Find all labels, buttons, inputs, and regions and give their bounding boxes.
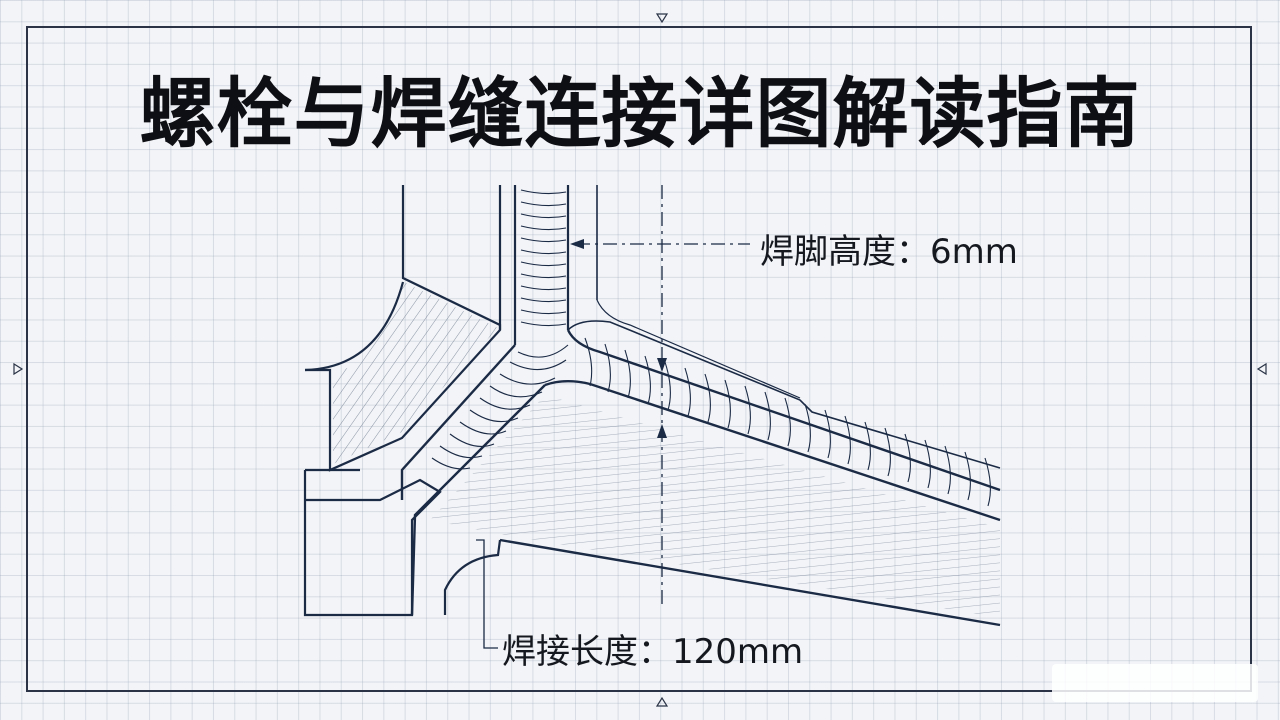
weld-length-label: 焊接长度：120mm — [502, 632, 804, 672]
vertical-web — [498, 185, 598, 345]
vertical-weld-bead — [520, 189, 567, 327]
weld-leg-label: 焊脚高度：6mm — [760, 232, 1018, 272]
flange-hatch — [430, 395, 1000, 618]
joint-weld-bead — [431, 344, 569, 470]
drawing-border — [26, 26, 1252, 692]
page-title: 螺栓与焊缝连接详图解读指南 — [139, 69, 1141, 158]
sloped-flange — [400, 299, 1001, 627]
left-plate — [304, 185, 502, 472]
watermark-overlay — [1052, 664, 1258, 702]
weld-thickness-dimension — [657, 185, 667, 605]
weld-leg-leader — [570, 239, 750, 249]
weld-length-leader — [476, 539, 498, 649]
base-block — [303, 468, 442, 617]
